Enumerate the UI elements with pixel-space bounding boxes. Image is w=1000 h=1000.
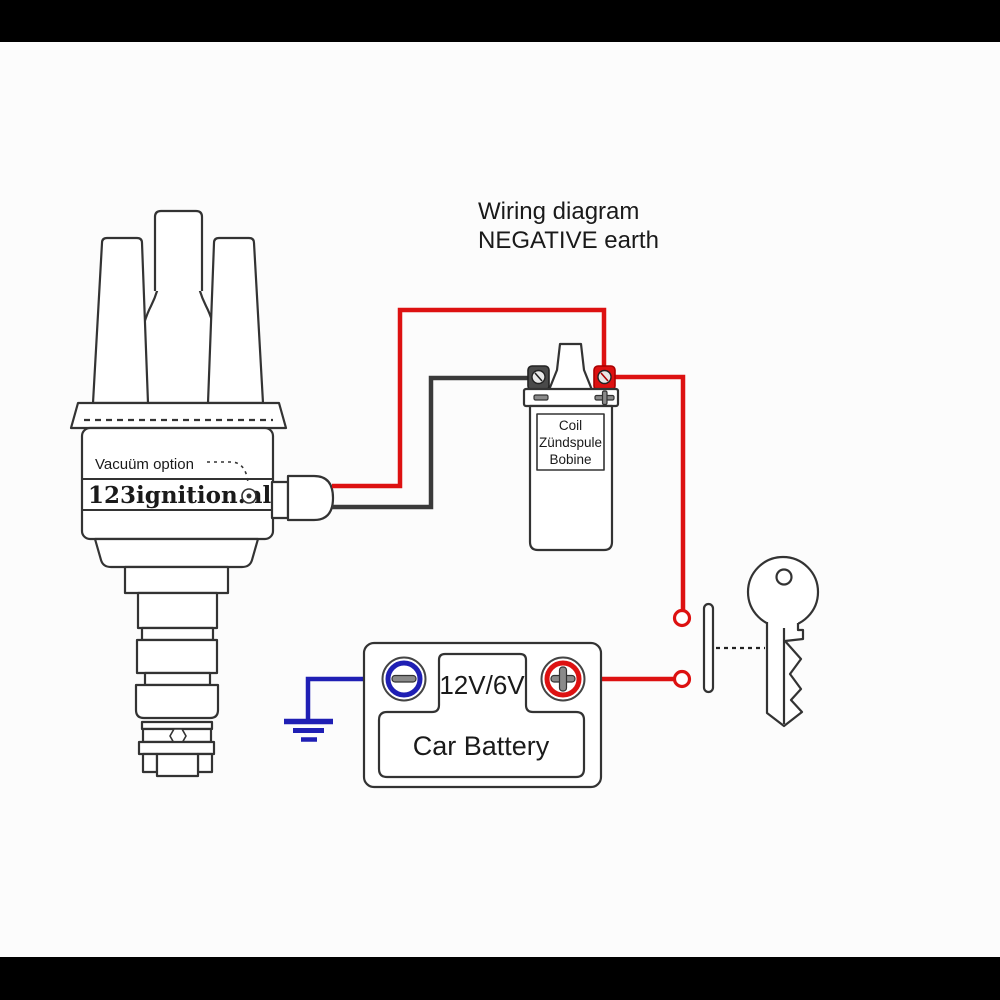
switch-terminal-upper <box>672 608 692 628</box>
drive-collar <box>137 740 216 756</box>
vacuum-option-label: Vacuüm option <box>95 456 194 473</box>
coil-plus-mark-icon-v <box>601 390 608 406</box>
battery-minus-icon <box>391 674 417 683</box>
key-blade-outline <box>765 622 805 728</box>
diagram-title-line2: NEGATIVE earth <box>478 227 659 254</box>
distributor-step-upper <box>93 537 260 569</box>
red-wire-distributor-to-coil-positive <box>332 307 607 489</box>
wire-connector <box>286 474 335 522</box>
drive-tab-right <box>196 752 214 774</box>
vacuum-option-pointer <box>207 461 249 484</box>
drive-tab-left <box>141 752 159 774</box>
coil-positive-screw-slot <box>600 372 609 382</box>
ground-earth-icon <box>284 718 333 742</box>
shaft-segment-rounded <box>134 683 220 720</box>
wiring <box>305 307 686 719</box>
switch-lever-bar <box>702 602 715 694</box>
red-wire-coil-to-switch <box>612 374 686 611</box>
diagram-title-line1: Wiring diagram <box>478 198 639 225</box>
key-bow <box>746 555 820 629</box>
battery-inner-panel <box>377 652 586 779</box>
coil-label-line1: Coil <box>559 418 582 433</box>
key-bow-hole <box>775 568 793 586</box>
distributor-cap-tower-left <box>91 236 150 405</box>
ignition-coil: Coil Zündspule Bobine <box>522 342 620 552</box>
distributor-icon: Vacuüm option 123ignition.nl <box>69 209 335 778</box>
shaft-ring <box>140 626 215 642</box>
battery-positive-terminal-icon <box>540 656 586 702</box>
letterbox-top-bar <box>0 0 1000 42</box>
letterbox-bottom-bar <box>0 957 1000 1000</box>
switch-terminal-lower <box>672 669 692 689</box>
ignition-key-icon <box>746 555 820 728</box>
distributor-cap-tower-center <box>153 209 204 291</box>
shaft-segment <box>136 591 219 630</box>
brand-label: 123ignition.nl <box>88 482 271 509</box>
shaft-ring <box>143 671 212 687</box>
coil-label-box <box>536 413 605 471</box>
distributor-step-lower <box>123 565 230 595</box>
battery-negative-terminal-icon <box>381 656 427 702</box>
battery-name-label: Car Battery <box>413 731 550 761</box>
black-wire-distributor-to-coil-negative <box>332 375 535 510</box>
coil-label-line3: Bobine <box>549 452 591 467</box>
car-battery: 12V/6V Car Battery <box>362 641 603 789</box>
coil-label-line2: Zündspule <box>539 435 602 450</box>
blue-wire-battery-to-ground <box>305 676 383 719</box>
coil-minus-mark-icon <box>533 394 549 401</box>
battery-plus-icon-v <box>558 666 568 692</box>
vacuum-screw-center <box>246 493 252 499</box>
distributor-cap-tower-right <box>206 236 265 405</box>
connector-neck <box>270 480 290 520</box>
shaft-segment <box>135 638 219 675</box>
distributor-flange <box>69 401 288 430</box>
coil-negative-screw-slot <box>534 372 543 382</box>
coil-ht-tower <box>547 342 594 392</box>
drive-tang <box>155 752 200 778</box>
battery-voltage-label: 12V/6V <box>439 670 525 700</box>
ignition-switch <box>672 602 765 694</box>
